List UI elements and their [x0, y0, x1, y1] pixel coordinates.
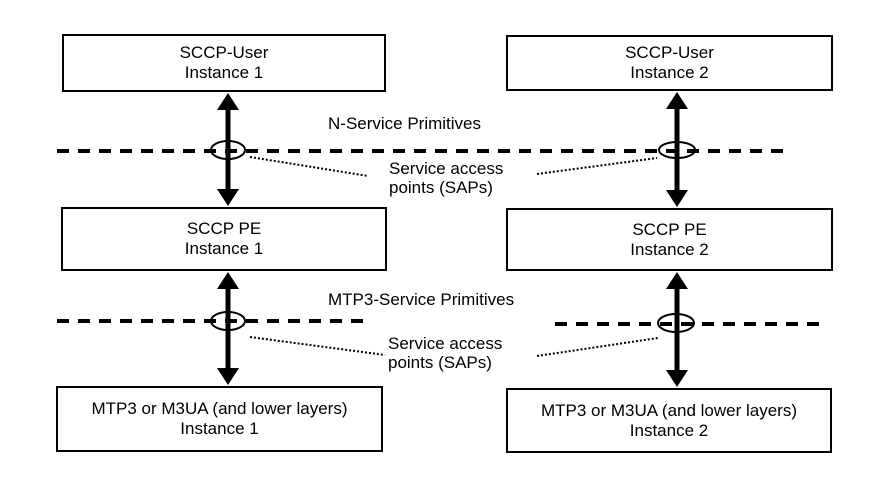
- sap-leader-upper-right: [536, 157, 658, 175]
- box-title: MTP3 or M3UA (and lower layers): [91, 399, 348, 418]
- label-line: points (SAPs): [389, 178, 493, 197]
- box-title: SCCP-User: [625, 43, 714, 62]
- sap-leader-lower-right: [536, 337, 659, 357]
- label-line: Service access: [388, 334, 503, 353]
- sap-ellipse-lower-right: [657, 313, 695, 333]
- box-sccp-pe-instance-1: SCCP PE Instance 1: [61, 207, 387, 271]
- box-mtp3-m3ua-instance-2: MTP3 or M3UA (and lower layers) Instance…: [506, 388, 832, 453]
- box-instance: Instance 1: [184, 63, 264, 82]
- box-sccp-user-instance-1: SCCP-User Instance 1: [62, 34, 386, 92]
- sap-leader-upper-left: [249, 156, 369, 177]
- double-arrow-sccp-user-2-sccp-pe-2: [666, 92, 688, 207]
- box-sccp-user-instance-2: SCCP-User Instance 2: [506, 35, 833, 91]
- double-arrow-sccp-user-1-sccp-pe-1: [217, 93, 239, 206]
- box-mtp3-m3ua-instance-1: MTP3 or M3UA (and lower layers) Instance…: [56, 386, 383, 452]
- box-instance: Instance 2: [630, 239, 709, 259]
- sap-leader-lower-left: [249, 336, 386, 356]
- box-title: SCCP-User: [179, 43, 269, 62]
- sap-ellipse-lower-left: [210, 311, 246, 331]
- box-instance: Instance 2: [629, 420, 709, 440]
- label-service-access-points-upper: Service access points (SAPs): [389, 159, 503, 197]
- label-line: points (SAPs): [388, 353, 492, 372]
- double-arrow-sccp-pe-1-mtp3-1: [217, 272, 239, 385]
- double-arrow-sccp-pe-2-mtp3-2: [666, 272, 688, 387]
- box-instance: Instance 2: [630, 63, 709, 82]
- label-service-access-points-lower: Service access points (SAPs): [388, 334, 502, 372]
- sap-ellipse-upper-left: [210, 140, 246, 160]
- box-title: SCCP PE: [632, 219, 707, 239]
- label-n-service-primitives: N-Service Primitives: [328, 114, 482, 133]
- label-line: Service access: [389, 159, 504, 178]
- sap-ellipse-upper-right: [658, 141, 696, 159]
- box-sccp-pe-instance-2: SCCP PE Instance 2: [506, 208, 833, 271]
- box-instance: Instance 1: [184, 239, 264, 258]
- box-title: MTP3 or M3UA (and lower layers): [540, 400, 798, 420]
- label-mtp3-service-primitives: MTP3-Service Primitives: [328, 290, 515, 309]
- box-title: SCCP PE: [186, 219, 262, 238]
- box-instance: Instance 1: [180, 419, 259, 438]
